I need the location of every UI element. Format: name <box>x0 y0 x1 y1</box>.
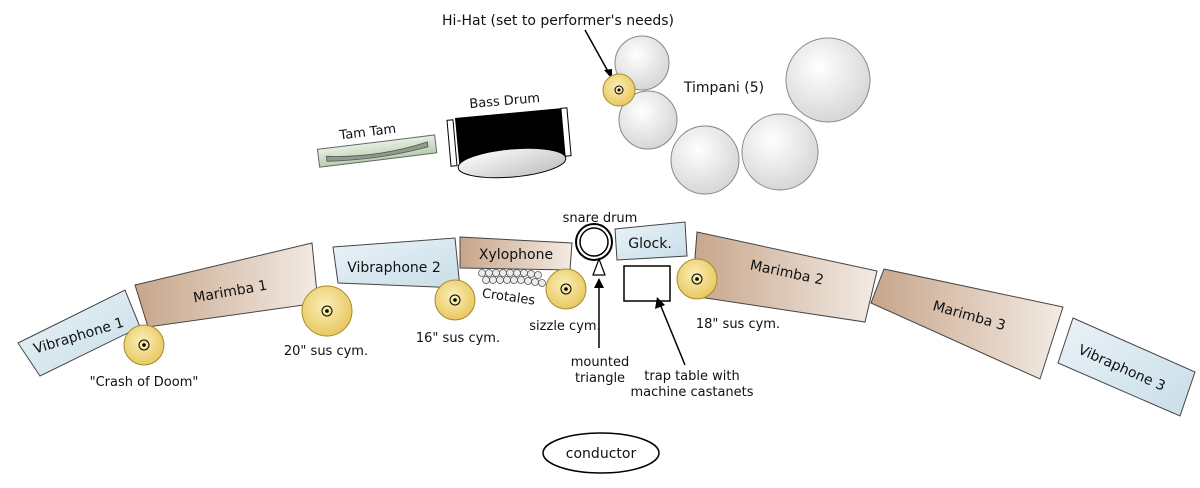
sus-cym-20-label: 20" sus cym. <box>284 344 368 359</box>
timpani-label: Timpani (5) <box>683 80 764 96</box>
xylophone-label: Xylophone <box>479 247 553 263</box>
trap-table <box>623 265 671 302</box>
sus-cym-20-cymbal <box>301 285 353 337</box>
bass-drum-label: Bass Drum <box>469 91 541 112</box>
conductor-label: conductor <box>566 446 637 462</box>
xylophone: Xylophone <box>459 236 573 271</box>
hihat-pointer <box>584 29 611 76</box>
trap-table-label-1: trap table with <box>644 369 739 384</box>
conductor: conductor <box>542 432 660 474</box>
marimba-3: Marimba 3 <box>870 268 1064 380</box>
hihat-cymbal <box>602 73 636 107</box>
mounted-triangle-label-1: mounted <box>571 355 629 370</box>
crotales <box>478 269 546 287</box>
trap-table-pointer-arrow <box>655 297 665 309</box>
vibraphone-2-label: Vibraphone 2 <box>347 260 441 276</box>
sizzle-cym-cymbal <box>545 268 587 310</box>
marimba-1: Marimba 1 <box>134 242 319 328</box>
timpani-drum <box>741 113 819 191</box>
timpani-drum <box>614 35 670 91</box>
crash-of-doom-cymbal <box>123 324 165 366</box>
timpani-group <box>614 35 871 195</box>
hihat-label: Hi-Hat (set to performer's needs) <box>442 13 674 29</box>
glock: Glock. <box>614 221 688 261</box>
snare-drum <box>575 223 613 261</box>
trap-table-pointer <box>659 303 686 366</box>
timpani-drum <box>670 125 740 195</box>
timpani-drum <box>618 90 678 150</box>
sus-cym-18-label: 18" sus cym. <box>696 317 780 332</box>
crash-of-doom-label: "Crash of Doom" <box>90 375 199 390</box>
vibraphone-2: Vibraphone 2 <box>332 237 461 289</box>
triangle-icon <box>592 257 606 276</box>
snare-drum-label: snare drum <box>563 211 638 226</box>
mounted-triangle-label-2: triangle <box>575 371 625 386</box>
crotales-label: Crotales <box>481 286 536 308</box>
trap-table-label-2: machine castanets <box>630 385 753 400</box>
sizzle-cym-label: sizzle cym. <box>529 319 600 334</box>
tam-tam: Tam Tam <box>316 122 438 168</box>
sus-cym-16-label: 16" sus cym. <box>416 331 500 346</box>
timpani-drum <box>785 37 871 123</box>
glock-label: Glock. <box>628 236 672 252</box>
sus-cym-16-cymbal <box>434 279 476 321</box>
tam-tam-label: Tam Tam <box>338 122 397 144</box>
marimba-2: Marimba 2 <box>691 231 878 323</box>
triangle-pointer-arrow <box>594 278 604 288</box>
bass-drum: Bass Drum <box>446 91 572 179</box>
sus-cym-18-cymbal <box>676 258 718 300</box>
